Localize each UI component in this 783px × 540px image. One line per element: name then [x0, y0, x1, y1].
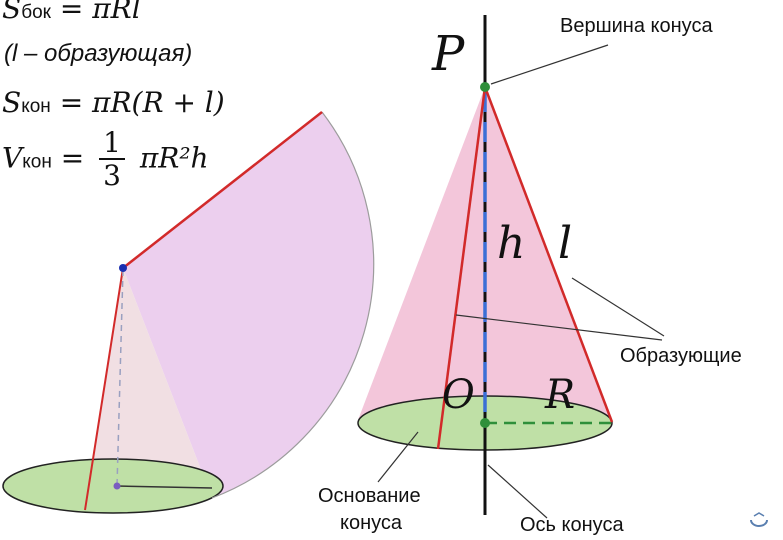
volume-numerator: 1	[99, 128, 125, 160]
center-letter: O	[442, 372, 475, 418]
apex-annotation: Вершина конуса	[560, 15, 713, 37]
total-area-symbol: S	[2, 86, 22, 119]
sector-inner-cone	[85, 268, 212, 510]
left-height-dashed	[116, 269, 124, 487]
cone-generatrix-left	[436, 86, 487, 450]
lateral-area-formula: Sбок = πRl	[2, 0, 141, 25]
volume-rhs: πR²h	[139, 141, 209, 175]
leader-apex	[490, 44, 609, 85]
volume-denominator: 3	[103, 159, 121, 192]
lateral-area-rhs: = πRl	[59, 0, 141, 25]
slant-letter: l	[558, 218, 573, 269]
cone-generatrix-right	[483, 86, 614, 423]
radius-letter: R	[545, 372, 576, 418]
total-area-rhs: = πR(R + l)	[59, 86, 225, 119]
generatrix-note-text: (l – образующая)	[4, 40, 193, 67]
left-radius-line	[116, 485, 213, 489]
left-apex-point	[119, 264, 127, 272]
generatrices-annotation: Образующие	[620, 345, 742, 367]
generatrix-note: (l – образующая)	[4, 40, 192, 68]
cone-apex-point	[480, 82, 490, 92]
volume-formula: Vкон = 1 3 πR²h	[2, 128, 209, 192]
volume-symbol: V	[2, 141, 23, 175]
reset-view-icon[interactable]	[748, 512, 770, 530]
sector-arc-outline	[211, 111, 375, 499]
lateral-area-subscript: бок	[21, 2, 51, 23]
leader-base	[377, 431, 419, 483]
height-letter: h	[497, 218, 526, 269]
sector-development	[123, 112, 374, 498]
axis-annotation: Ось конуса	[520, 514, 624, 536]
left-base-ellipse	[2, 458, 224, 514]
total-area-subscript: кон	[21, 96, 51, 117]
volume-subscript: кон	[22, 151, 52, 173]
sector-red-edge-top	[122, 111, 323, 269]
cone-center-point	[480, 418, 490, 428]
total-area-formula: Sкон = πR(R + l)	[2, 86, 225, 119]
leader-axis	[487, 464, 548, 519]
base-annotation-line1: Основание	[318, 485, 421, 507]
base-annotation-line2: конуса	[340, 512, 403, 534]
left-center-point	[113, 482, 121, 490]
leader-generatrix-1	[455, 314, 663, 341]
volume-equals: =	[60, 141, 85, 175]
volume-fraction: 1 3	[99, 128, 125, 192]
sector-red-edge-left	[84, 267, 124, 511]
lateral-area-symbol: S	[2, 0, 22, 25]
apex-letter: P	[432, 26, 465, 82]
leader-generatrix-2	[571, 277, 665, 337]
